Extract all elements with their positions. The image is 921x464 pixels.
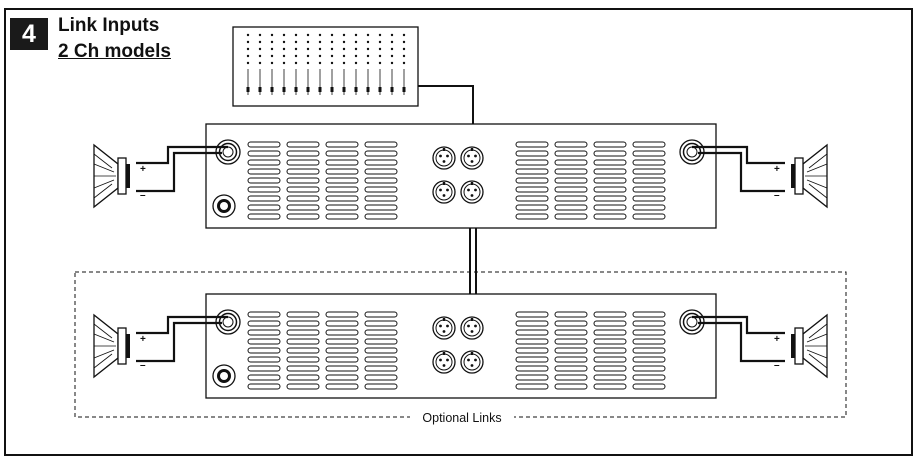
speaker-right-2 <box>790 314 828 378</box>
terminal-plus-label: + <box>774 164 780 175</box>
diagram-frame <box>4 8 913 456</box>
terminal-minus-label: – <box>774 360 780 371</box>
speaker-left-1 <box>93 144 131 208</box>
optional-links-label: Optional Links <box>422 411 501 425</box>
terminal-plus-label: + <box>140 334 146 345</box>
optional-links-box: Optional Links <box>74 271 847 425</box>
speaker-left-2 <box>93 314 131 378</box>
amplifier-2 <box>206 294 716 398</box>
page-title: Link Inputs <box>58 15 160 36</box>
mixing-console <box>232 26 419 107</box>
speaker-right-1 <box>790 144 828 208</box>
speaker-wires-amp-2 <box>136 315 785 363</box>
terminal-plus-label: + <box>774 334 780 345</box>
terminal-minus-label: – <box>774 190 780 201</box>
page-subtitle: 2 Ch models <box>58 41 171 62</box>
amplifier-1 <box>206 124 716 228</box>
terminal-minus-label: – <box>140 190 146 201</box>
step-number-badge: 4 <box>10 18 48 50</box>
speaker-wires-amp-1 <box>136 145 785 193</box>
terminal-plus-label: + <box>140 164 146 175</box>
terminal-minus-label: – <box>140 360 146 371</box>
